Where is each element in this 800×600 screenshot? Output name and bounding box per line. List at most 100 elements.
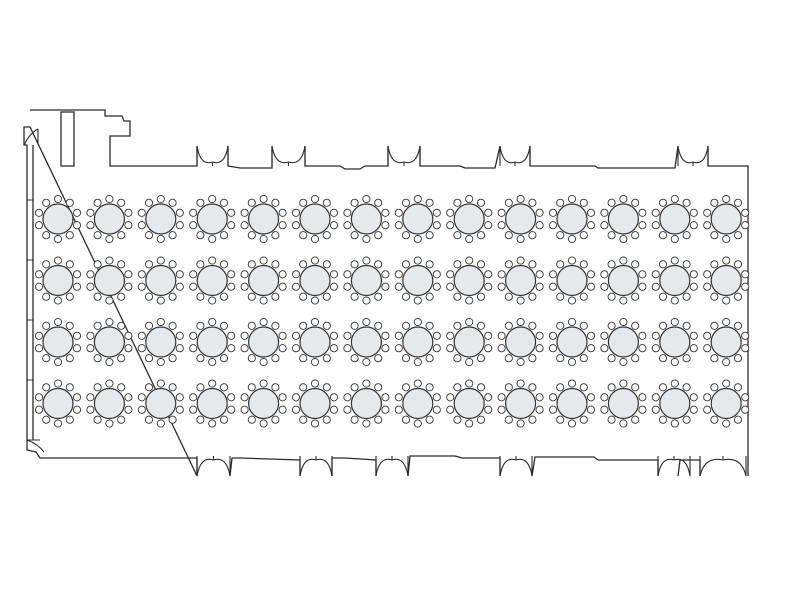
chair bbox=[156, 419, 165, 428]
chair bbox=[350, 260, 359, 269]
chair bbox=[394, 282, 403, 291]
chair bbox=[401, 354, 411, 363]
chair bbox=[741, 208, 750, 217]
table-top bbox=[145, 264, 177, 297]
chair bbox=[381, 331, 390, 340]
table-top bbox=[504, 326, 537, 358]
chair bbox=[413, 317, 422, 327]
chair bbox=[504, 383, 513, 392]
chair bbox=[465, 357, 474, 367]
chair bbox=[219, 354, 229, 363]
chair bbox=[670, 317, 679, 327]
chair bbox=[362, 256, 371, 265]
chair bbox=[227, 344, 236, 353]
chair bbox=[548, 405, 558, 414]
chair bbox=[93, 321, 102, 330]
chair bbox=[535, 208, 544, 217]
chair bbox=[504, 321, 513, 330]
chair bbox=[401, 198, 411, 207]
chair bbox=[291, 405, 301, 414]
chair bbox=[291, 208, 301, 217]
chair bbox=[682, 354, 691, 363]
chair bbox=[600, 393, 609, 402]
round-table bbox=[548, 317, 596, 367]
round-table bbox=[446, 194, 493, 244]
chair bbox=[240, 208, 249, 217]
chair bbox=[343, 208, 352, 217]
round-table bbox=[703, 379, 750, 428]
chair bbox=[484, 221, 493, 230]
chair bbox=[670, 296, 679, 305]
round-table bbox=[651, 256, 698, 305]
chair bbox=[175, 405, 184, 414]
chair bbox=[168, 231, 177, 240]
chair bbox=[72, 208, 82, 217]
chair bbox=[124, 282, 133, 291]
chair bbox=[535, 221, 544, 230]
chair bbox=[425, 383, 434, 392]
chair bbox=[567, 317, 577, 327]
chair bbox=[350, 415, 359, 424]
chair bbox=[208, 419, 217, 428]
chair bbox=[374, 354, 383, 363]
chair bbox=[219, 321, 229, 330]
top-double-door bbox=[499, 145, 531, 166]
chair bbox=[548, 344, 558, 353]
round-table bbox=[86, 194, 133, 244]
chair bbox=[34, 282, 44, 291]
chair bbox=[619, 317, 628, 327]
chair bbox=[189, 208, 198, 217]
chair bbox=[381, 221, 390, 230]
chair bbox=[476, 292, 486, 301]
round-table bbox=[137, 317, 184, 367]
chair bbox=[72, 270, 82, 279]
round-table bbox=[189, 194, 236, 244]
chair bbox=[240, 282, 249, 291]
chair bbox=[65, 292, 74, 301]
chair bbox=[105, 234, 114, 244]
chair bbox=[189, 221, 198, 230]
table-top bbox=[145, 326, 177, 358]
chair bbox=[703, 221, 712, 230]
round-table bbox=[86, 256, 133, 305]
chair bbox=[42, 354, 51, 363]
chair bbox=[741, 221, 750, 230]
chair bbox=[381, 208, 390, 217]
chair bbox=[271, 383, 280, 392]
bottom-double-door bbox=[299, 456, 333, 477]
round-table bbox=[446, 379, 493, 428]
chair bbox=[72, 221, 82, 230]
chair bbox=[278, 221, 287, 230]
chair bbox=[682, 415, 691, 424]
chair bbox=[401, 292, 411, 301]
chair bbox=[156, 357, 165, 367]
chair bbox=[619, 296, 628, 305]
chair bbox=[413, 234, 422, 244]
table-top bbox=[453, 387, 485, 420]
chair bbox=[93, 383, 102, 392]
chair bbox=[310, 256, 320, 265]
chair bbox=[722, 317, 731, 327]
chair bbox=[350, 321, 359, 330]
chair bbox=[689, 393, 698, 402]
chair bbox=[310, 234, 320, 244]
chair bbox=[548, 270, 558, 279]
round-table bbox=[34, 379, 82, 428]
chair bbox=[535, 344, 544, 353]
table-top bbox=[402, 264, 434, 297]
chair bbox=[93, 354, 102, 363]
chair bbox=[394, 393, 403, 402]
chair bbox=[189, 405, 198, 414]
chair bbox=[548, 331, 558, 340]
chair bbox=[189, 393, 198, 402]
chair bbox=[638, 208, 647, 217]
round-table bbox=[497, 256, 544, 305]
chair bbox=[548, 282, 558, 291]
chair bbox=[227, 282, 236, 291]
chair bbox=[453, 354, 462, 363]
chair bbox=[703, 393, 712, 402]
chair bbox=[670, 379, 679, 388]
chair bbox=[579, 383, 588, 392]
chair bbox=[658, 383, 668, 392]
chair bbox=[722, 379, 731, 388]
